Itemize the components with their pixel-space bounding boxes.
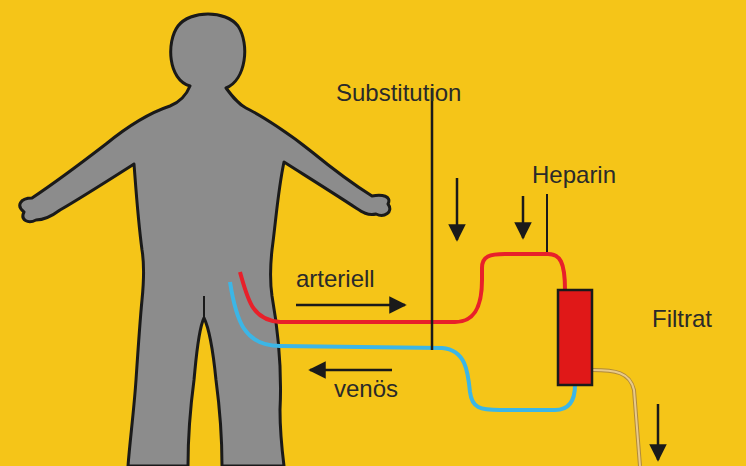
venous-tube <box>230 282 575 410</box>
flow-label: venös <box>334 376 398 402</box>
flow-arrow <box>310 369 392 372</box>
substitution-line <box>431 88 434 350</box>
flow-arrow <box>657 404 660 460</box>
flow-arrow <box>296 304 405 307</box>
line-label: Substitution <box>336 80 461 106</box>
flow-label: arteriell <box>296 266 375 292</box>
hemofilter <box>558 290 592 385</box>
line-label: Heparin <box>532 162 616 188</box>
flow-arrow <box>456 178 459 240</box>
arterial-tube <box>240 254 565 322</box>
heparin-line <box>546 194 548 252</box>
flow-label: Filtrat <box>652 306 712 332</box>
filtrate-tube <box>592 370 640 466</box>
flow-arrow <box>522 196 525 238</box>
